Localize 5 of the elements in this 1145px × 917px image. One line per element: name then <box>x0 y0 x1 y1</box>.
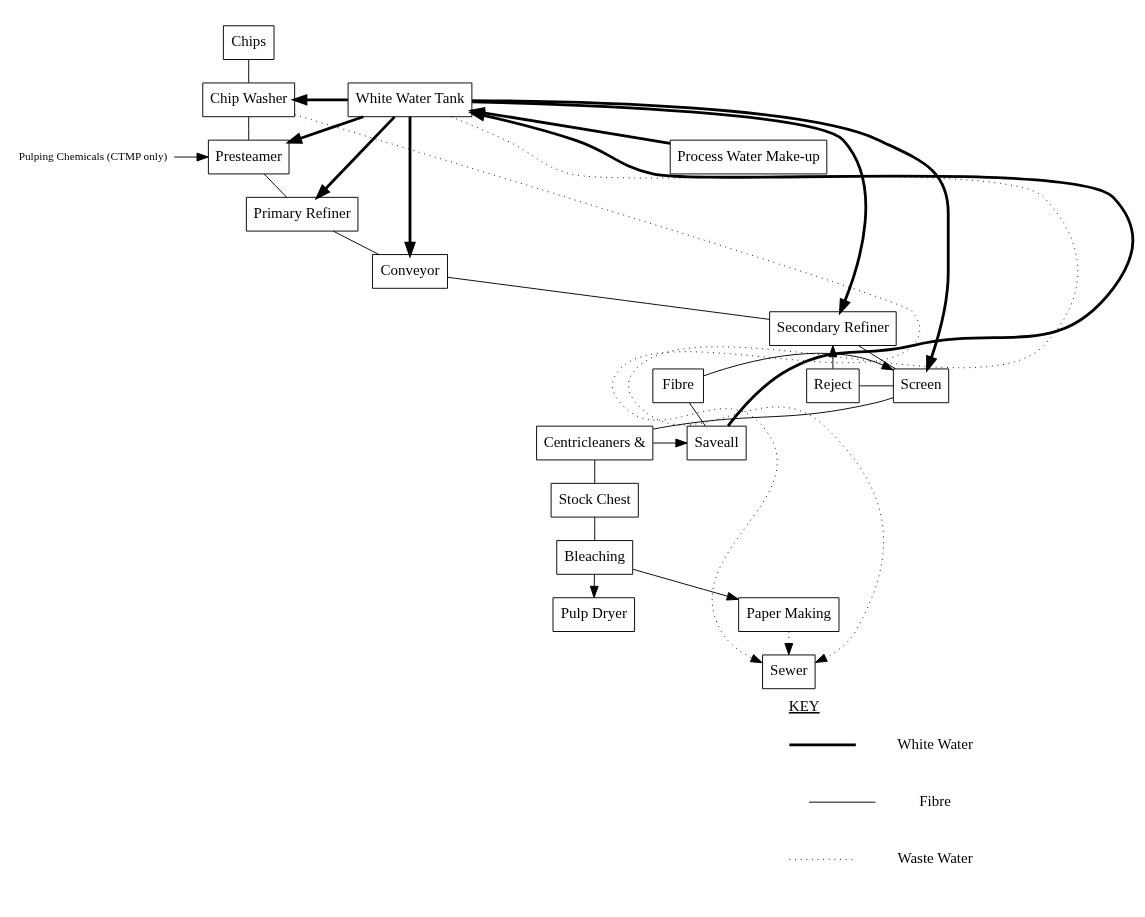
label: KEY <box>788 698 820 715</box>
legend-label: White Water <box>897 735 973 752</box>
node-text: Pulping Chemicals (CTMP only) <box>18 149 168 162</box>
legend-label: Waste Water <box>897 849 973 866</box>
legend-label: Fibre <box>919 792 951 809</box>
